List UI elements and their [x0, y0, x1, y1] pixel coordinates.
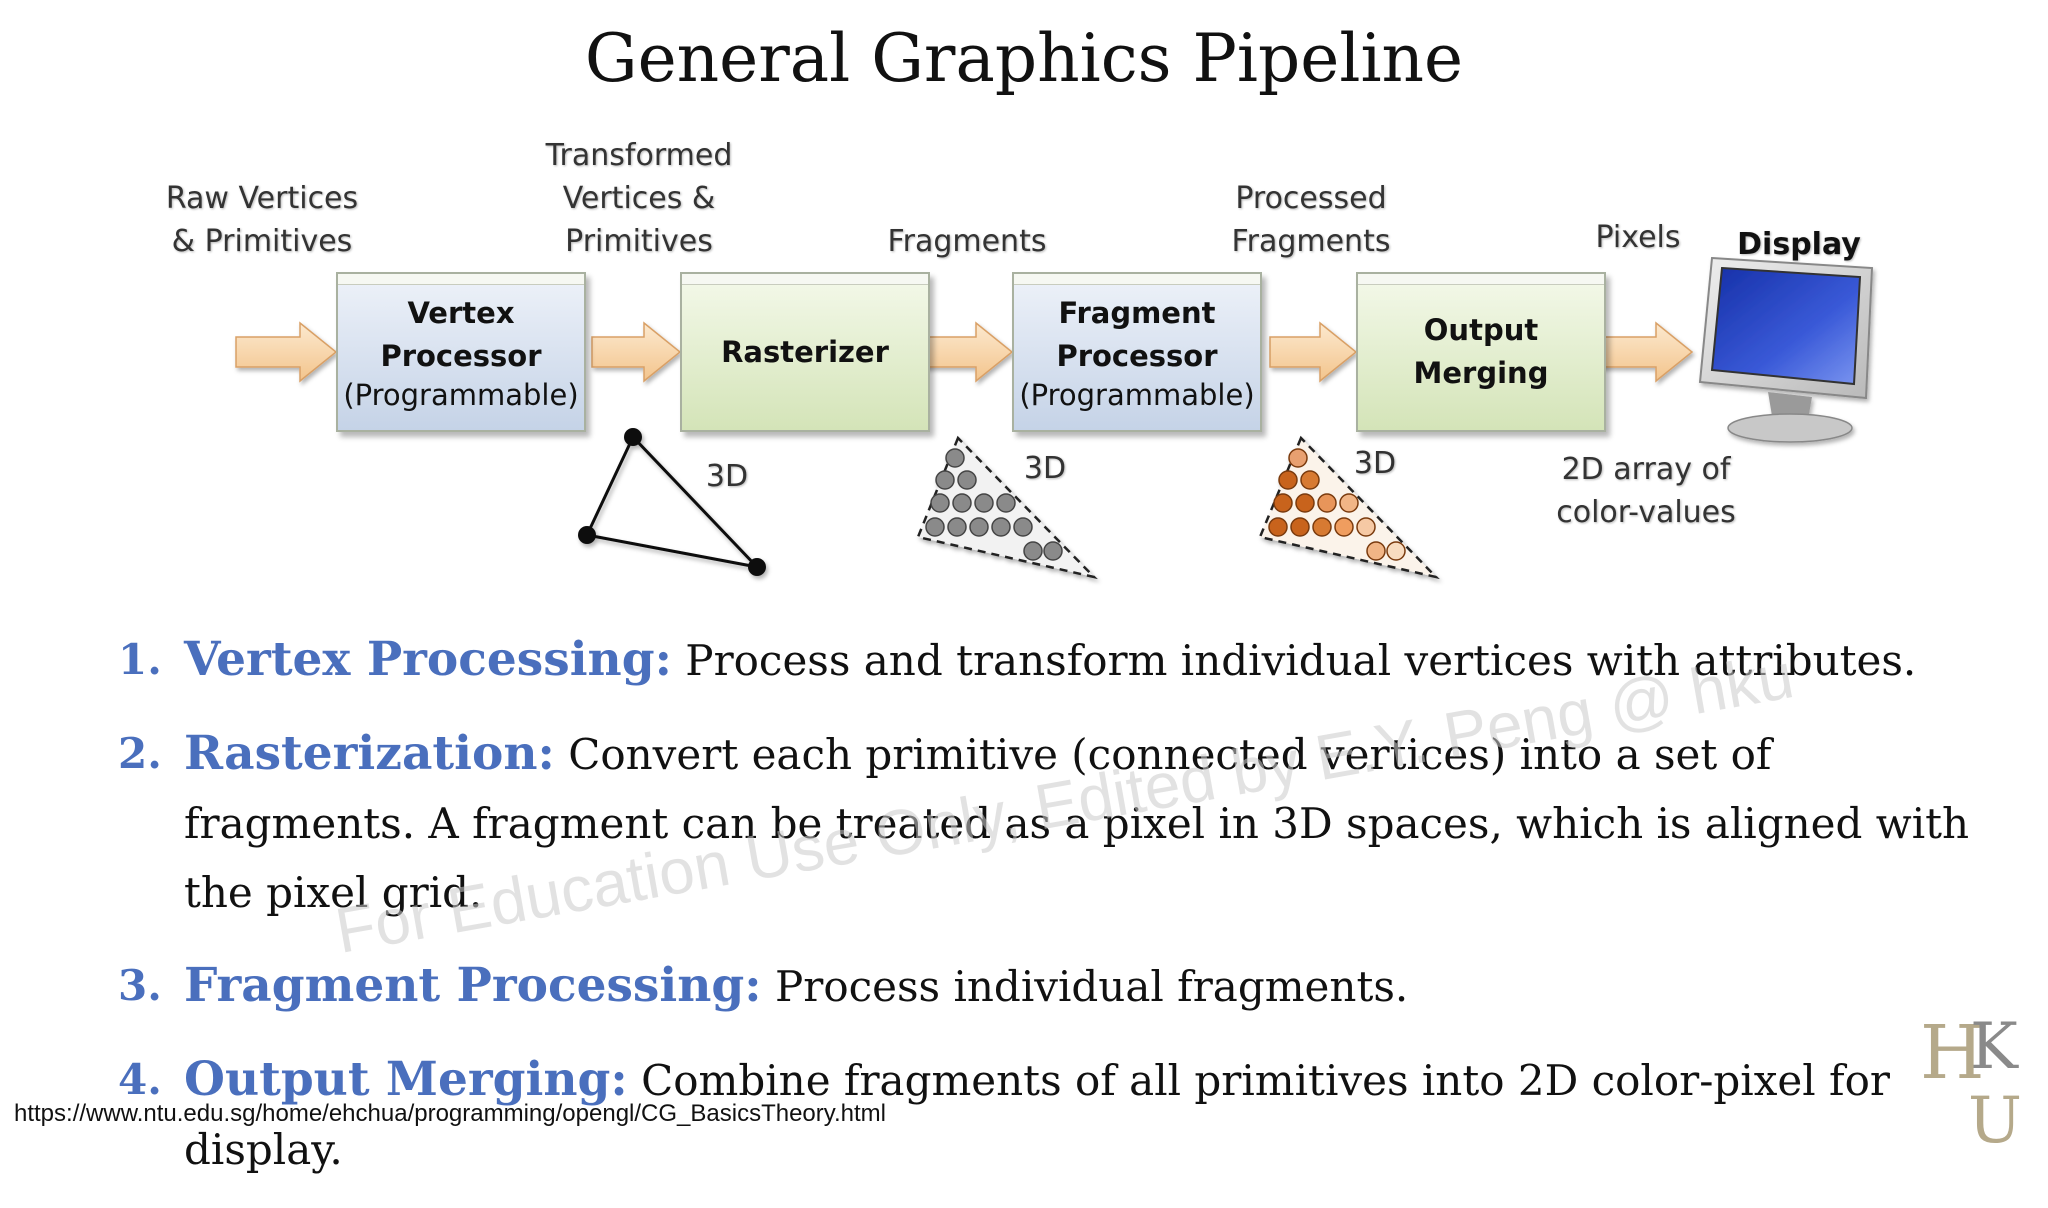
- arrow-right-icon: [1269, 321, 1358, 383]
- step-number: 3.: [118, 961, 162, 1010]
- slide-title: General Graphics Pipeline: [584, 20, 1464, 97]
- step-term: Vertex Processing:: [184, 632, 672, 687]
- stage-subtitle: (Programmable): [1019, 378, 1255, 412]
- logo-letter-h: H: [1920, 1010, 1985, 1096]
- stage-name: Vertex Processor: [380, 296, 542, 373]
- monitor-icon: [1698, 256, 1874, 443]
- step-text: Process individual fragments.: [761, 962, 1409, 1011]
- orange-fragments-icon: [1258, 435, 1440, 580]
- label-3d: 3D: [1023, 451, 1067, 486]
- caption-pixels: Pixels: [1595, 220, 1681, 255]
- caption-fragments: Fragments: [887, 224, 1047, 259]
- arrow-right-icon: [591, 321, 682, 383]
- label-3d: 3D: [1353, 446, 1397, 481]
- list-item: 1. Vertex Processing: Process and transf…: [118, 625, 1978, 695]
- step-text: Process and transform individual vertice…: [671, 636, 1917, 685]
- caption-transformed-vertices: Transformed Vertices & Primitives: [545, 138, 733, 259]
- logo-letter-k: K: [1970, 1010, 2019, 1084]
- list-item: 2. Rasterization: Convert each primitive…: [118, 719, 1978, 927]
- arrow-right-icon: [235, 321, 338, 383]
- step-text: Convert each primitive (connected vertic…: [184, 730, 1970, 917]
- arrow-right-icon: [1593, 321, 1694, 383]
- stage-vertex-processor: Vertex Processor (Programmable): [336, 272, 586, 432]
- caption-2d-array: 2D array of color-values: [1556, 452, 1736, 530]
- flow-arrows: [235, 321, 1694, 383]
- caption-display: Display: [1737, 227, 1861, 262]
- step-number: 1.: [118, 635, 162, 684]
- stage-subtitle: (Programmable): [343, 378, 579, 412]
- vertex-triangle-icon: [578, 428, 766, 576]
- list-item: 3. Fragment Processing: Process individu…: [118, 951, 1978, 1021]
- step-term: Fragment Processing:: [184, 958, 762, 1013]
- source-url: https://www.ntu.edu.sg/home/ehchua/progr…: [14, 1100, 886, 1127]
- logo-letter-u: U: [1968, 1084, 2022, 1150]
- stage-name: Output Merging: [1413, 313, 1549, 390]
- step-term: Output Merging:: [184, 1052, 628, 1107]
- stage-name: Fragment Processor: [1056, 296, 1218, 373]
- pipeline-graphics: [235, 256, 1874, 580]
- caption-raw-vertices: Raw Vertices & Primitives: [165, 181, 359, 259]
- step-number: 2.: [118, 729, 162, 778]
- stage-output-merging: Output Merging: [1356, 272, 1606, 432]
- step-term: Rasterization:: [184, 726, 555, 781]
- steps-list: 1. Vertex Processing: Process and transf…: [118, 625, 1978, 1208]
- stage-rasterizer: Rasterizer: [680, 272, 930, 432]
- hku-logo: H K U: [1920, 1010, 2022, 1150]
- step-number: 4.: [118, 1055, 162, 1104]
- caption-processed-fragments: Processed Fragments: [1231, 181, 1391, 259]
- arrow-right-icon: [919, 321, 1014, 383]
- gray-fragments-icon: [916, 435, 1098, 580]
- stage-name: Rasterizer: [721, 334, 889, 369]
- stage-fragment-processor: Fragment Processor (Programmable): [1012, 272, 1262, 432]
- label-3d: 3D: [705, 459, 749, 494]
